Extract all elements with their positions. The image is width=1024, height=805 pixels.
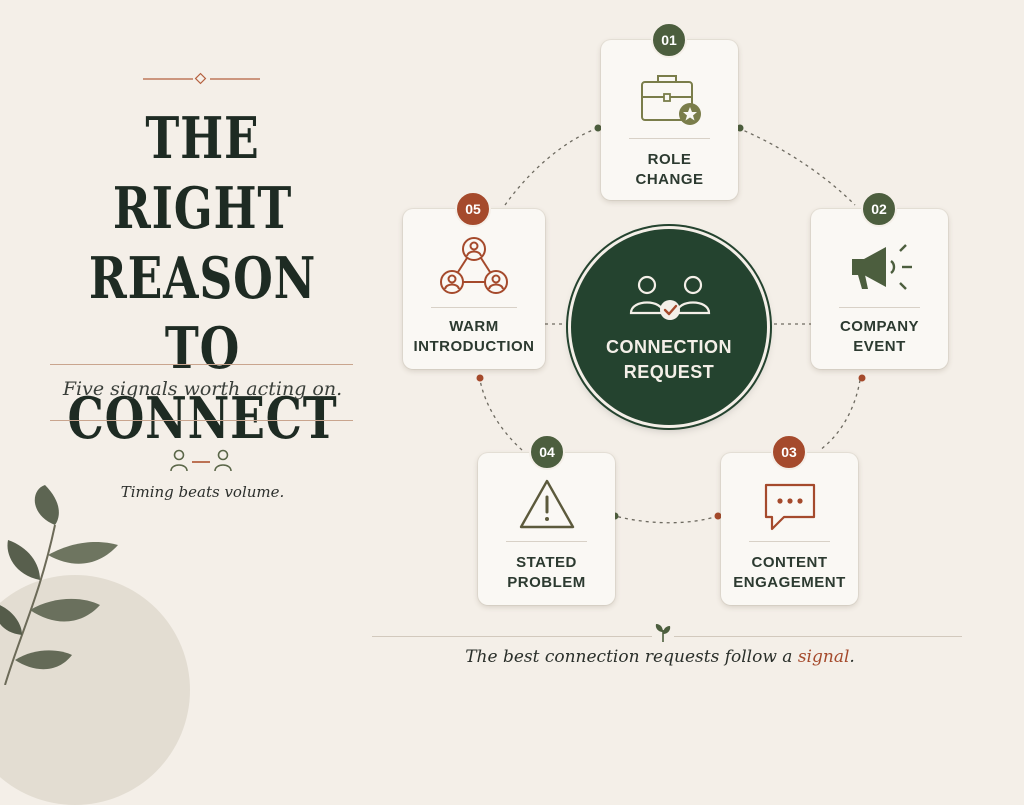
connection-request-hub: CONNECTION REQUEST — [571, 229, 767, 425]
title-line-3: CONNECT — [67, 385, 338, 452]
briefcase-star-icon — [640, 75, 701, 125]
signal-label: COMPANY EVENT — [811, 317, 948, 357]
card-divider — [506, 541, 587, 542]
signal-card-warm-introduction: WARM INTRODUCTION — [403, 209, 545, 369]
card-divider — [629, 138, 710, 139]
footer-accent-word: signal — [797, 647, 850, 667]
signal-badge-03: 03 — [771, 434, 807, 470]
signal-badge-02: 02 — [861, 191, 897, 227]
signal-label-line-1: STATED — [516, 554, 577, 571]
signal-badge-05: 05 — [455, 191, 491, 227]
sprout-icon — [652, 622, 674, 644]
signal-label-line-1: COMPANY — [839, 318, 920, 335]
signal-label-line-2: PROBLEM — [507, 574, 586, 591]
connector-lines — [476, 124, 866, 524]
signal-label: STATED PROBLEM — [478, 553, 615, 593]
footer-quote: The best connection requests follow a si… — [400, 647, 920, 667]
signal-badge-04: 04 — [529, 434, 565, 470]
signal-card-content-engagement: CONTENT ENGAGEMENT — [721, 453, 858, 605]
card-divider — [839, 307, 920, 308]
people-check-icon — [629, 275, 711, 320]
subtitle-bottom-rule — [50, 420, 353, 421]
hub-label-line-1: CONNECTION — [606, 337, 732, 357]
signal-label: ROLE CHANGE — [601, 150, 738, 190]
signal-badge-01: 01 — [651, 22, 687, 58]
signal-card-company-event: COMPANY EVENT — [811, 209, 948, 369]
title-ornament — [143, 72, 260, 85]
megaphone-icon — [851, 244, 912, 290]
signal-card-stated-problem: STATED PROBLEM — [478, 453, 615, 605]
signal-label-line-1: ROLE — [647, 151, 692, 168]
signal-card-role-change: ROLE CHANGE — [601, 40, 738, 200]
title-line-1: THE RIGHT — [112, 105, 293, 242]
signal-label-line-2: EVENT — [853, 338, 906, 355]
chat-bubble-icon — [764, 483, 815, 531]
signal-label: CONTENT ENGAGEMENT — [721, 553, 858, 593]
footer-period: . — [849, 647, 855, 667]
signal-label-line-2: CHANGE — [635, 171, 704, 188]
warning-triangle-icon — [519, 479, 574, 529]
people-link-icon — [170, 449, 232, 472]
page-title: THE RIGHT REASON TO CONNECT — [65, 104, 341, 454]
signal-label: WARM INTRODUCTION — [403, 317, 545, 357]
leaf-branch-icon — [0, 485, 118, 685]
signal-label-line-2: INTRODUCTION — [413, 338, 535, 355]
hub-label: CONNECTION REQUEST — [571, 335, 767, 385]
hub-label-line-2: REQUEST — [623, 362, 715, 382]
footer-text: The best connection requests follow a — [465, 647, 798, 667]
signal-label-line-2: ENGAGEMENT — [733, 574, 846, 591]
title-line-2: REASON TO — [88, 245, 317, 382]
card-divider — [749, 541, 830, 542]
network-people-icon — [440, 237, 508, 294]
tagline: Timing beats volume. — [120, 483, 285, 501]
subtitle: Five signals worth acting on. — [62, 378, 343, 400]
signal-label-line-1: WARM — [449, 318, 499, 335]
subtitle-top-rule — [50, 364, 353, 365]
card-divider — [431, 307, 517, 308]
signal-label-line-1: CONTENT — [751, 554, 828, 571]
